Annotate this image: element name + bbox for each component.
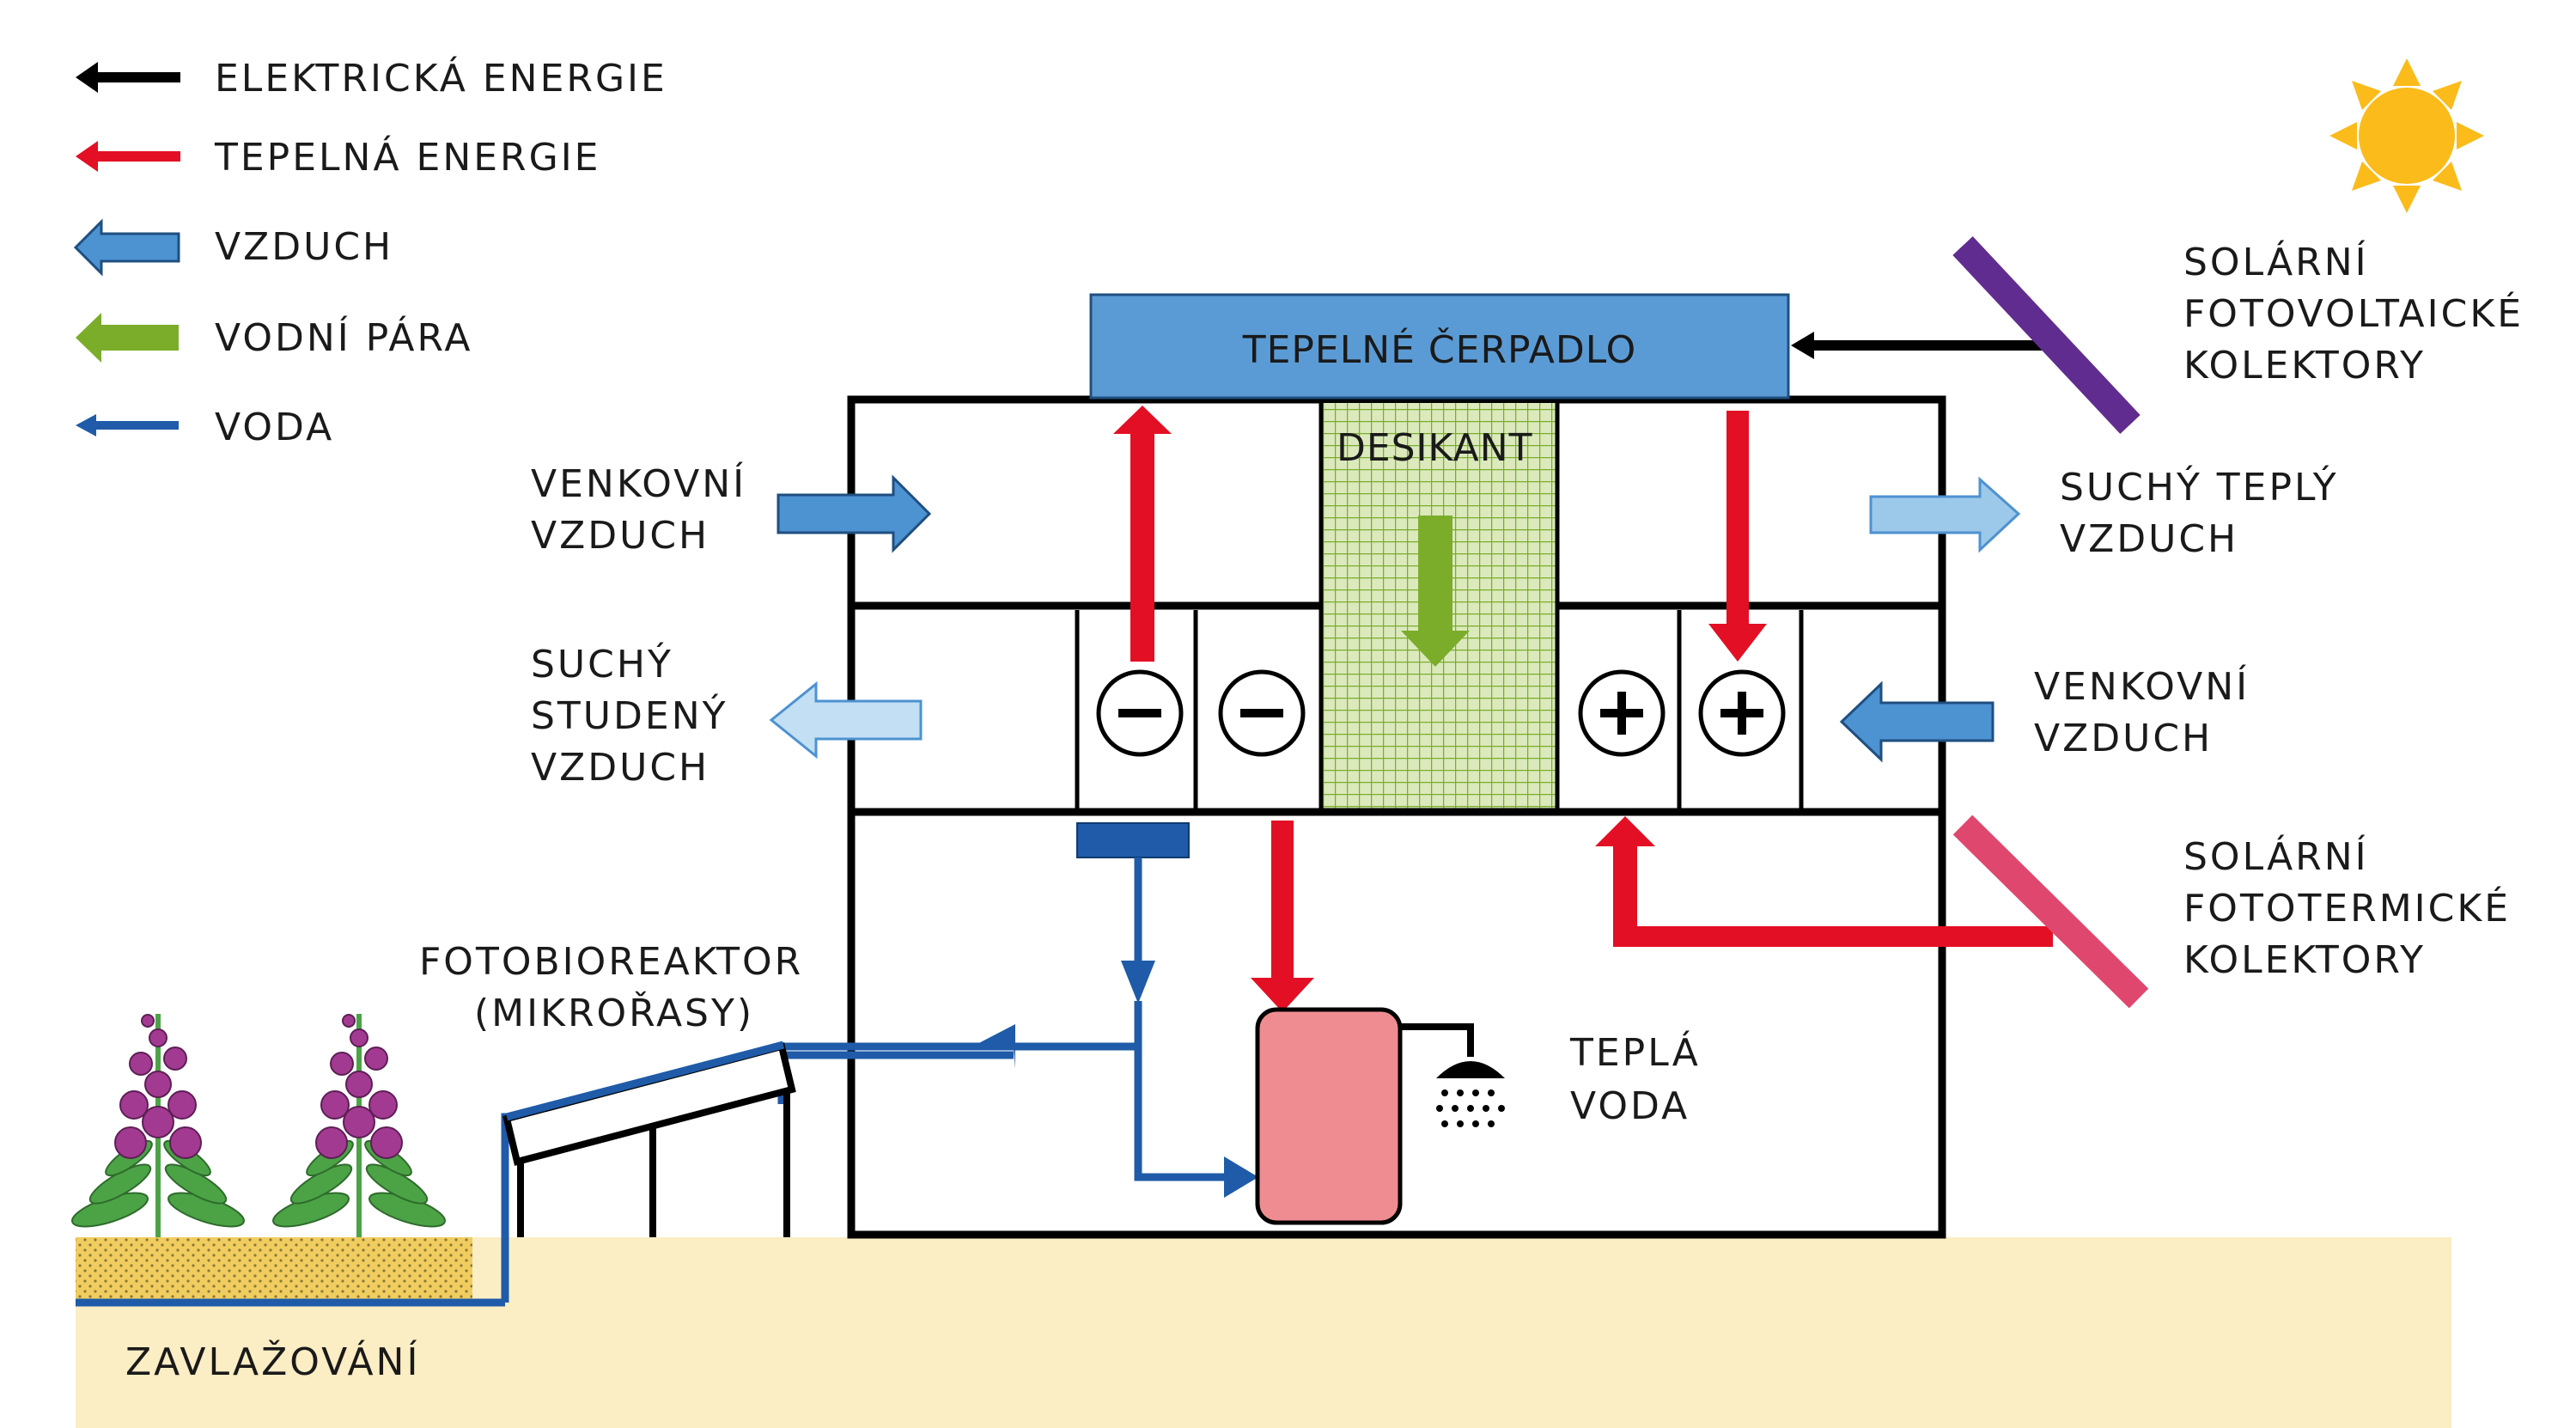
- photobioreactor-label: FOTOBIOREAKTOR (MIKROŘASY): [419, 940, 803, 1035]
- outdoor-air-right-line1: VENKOVNÍ: [2034, 663, 2250, 709]
- irrigation-label: ZAVLAŽOVÁNÍ: [125, 1339, 420, 1384]
- legend-thermal: TEPELNÁ ENERGIE: [76, 134, 601, 180]
- flower-icon: [272, 1014, 446, 1237]
- building: DESIKANT: [847, 395, 1946, 1239]
- legend: ELEKTRICKÁ ENERGIE TEPELNÁ ENERGIE VZDUC…: [73, 55, 667, 449]
- photobioreactor-tube: [505, 1040, 785, 1121]
- heat-pump: TEPELNÉ ČERPADLO: [1089, 293, 1790, 400]
- thermal-collector-panel: [1952, 815, 2149, 1009]
- thermal-collectors-line3: KOLEKTORY: [2183, 938, 2426, 982]
- thermal-arrows: [1113, 406, 2053, 1012]
- photobioreactor-line2: (MIKROŘASY): [474, 991, 754, 1035]
- dry-warm-air-line2: VZDUCH: [2060, 517, 2238, 561]
- legend-vapor: VODNÍ PÁRA: [76, 313, 472, 363]
- outdoor-air-right-label: VENKOVNÍ VZDUCH: [2034, 663, 2250, 760]
- dry-cold-air-out: [769, 680, 923, 760]
- pv-collectors-line3: KOLEKTORY: [2183, 344, 2426, 388]
- thermal-collectors-line2: FOTOTERMICKÉ: [2183, 885, 2511, 931]
- plus-circle-icon: [1698, 669, 1786, 757]
- dry-warm-air-out: [1869, 476, 2021, 553]
- vapor-arrow: [1401, 516, 1470, 667]
- photobioreactor: [502, 1042, 796, 1237]
- pv-collectors-line1: SOLÁRNÍ: [2183, 239, 2369, 284]
- water-collector-bar: [1076, 822, 1190, 858]
- dry-cold-air-line3: VZDUCH: [531, 746, 709, 790]
- pv-collectors-line2: FOTOVOLTAICKÉ: [2183, 290, 2524, 336]
- outdoor-air-left-label: VENKOVNÍ VZDUCH: [531, 461, 746, 558]
- pv-collectors-label: SOLÁRNÍ FOTOVOLTAICKÉ KOLEKTORY: [2183, 239, 2524, 388]
- dry-cold-air-label: SUCHÝ STUDENÝ VZDUCH: [531, 641, 728, 790]
- desiccant-label: DESIKANT: [1337, 426, 1533, 470]
- hot-water-line1: TEPLÁ: [1569, 1029, 1701, 1075]
- pv-collector-panel: [1952, 236, 2141, 434]
- hot-water-tank: [1255, 1007, 1403, 1225]
- legend-air-label: VZDUCH: [215, 225, 393, 269]
- legend-vapor-label: VODNÍ PÁRA: [215, 314, 472, 360]
- legend-electric-label: ELEKTRICKÁ ENERGIE: [215, 55, 667, 101]
- legend-water: VODA: [76, 406, 334, 449]
- electric-arrow: [1791, 332, 2061, 359]
- water-arrowheads: [972, 961, 1258, 1198]
- outdoor-air-in-left: [776, 474, 932, 553]
- minus-circle-icon: [1218, 669, 1306, 757]
- shower-icon: [1400, 1023, 1505, 1127]
- heat-pump-label: TEPELNÉ ČERPADLO: [1242, 326, 1637, 372]
- thermal-collectors-line1: SOLÁRNÍ: [2183, 833, 2369, 879]
- sun-icon: [2329, 58, 2484, 213]
- legend-electric: ELEKTRICKÁ ENERGIE: [76, 55, 667, 101]
- outdoor-air-left-line1: VENKOVNÍ: [531, 461, 746, 506]
- flower-icon: [71, 1014, 245, 1237]
- legend-air: VZDUCH: [73, 218, 393, 277]
- legend-water-label: VODA: [215, 406, 334, 449]
- minus-circle-icon: [1096, 669, 1184, 757]
- dry-cold-air-line2: STUDENÝ: [531, 693, 728, 738]
- dry-cold-air-line1: SUCHÝ: [531, 641, 673, 687]
- outdoor-air-right-line2: VZDUCH: [2034, 717, 2213, 760]
- dry-warm-air-line1: SUCHÝ TEPLÝ: [2060, 464, 2339, 510]
- outdoor-air-in-right: [1839, 680, 1994, 763]
- dry-warm-air-label: SUCHÝ TEPLÝ VZDUCH: [2060, 464, 2339, 561]
- thermal-collectors-label: SOLÁRNÍ FOTOTERMICKÉ KOLEKTORY: [2183, 833, 2511, 982]
- legend-thermal-label: TEPELNÁ ENERGIE: [214, 134, 601, 180]
- photobioreactor-line1: FOTOBIOREAKTOR: [419, 940, 803, 984]
- hot-water-label: TEPLÁ VODA: [1569, 1029, 1701, 1128]
- soil-bed: [76, 1237, 472, 1306]
- outdoor-air-left-line2: VZDUCH: [531, 514, 709, 558]
- plus-circle-icon: [1578, 669, 1666, 757]
- hot-water-line2: VODA: [1570, 1084, 1690, 1128]
